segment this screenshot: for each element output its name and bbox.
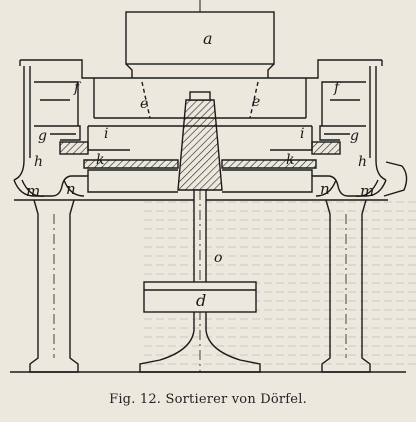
hopper-a (125, 11, 275, 65)
figure-label: Fig. 12. (109, 392, 162, 407)
outer-wall-left (13, 66, 25, 181)
chamber-i-right (270, 126, 313, 151)
sortierer-diagram: a e e f f g g i i h h k k m m n n o d (10, 0, 416, 373)
label-k-right: k (286, 152, 294, 168)
label-h-right: h (358, 154, 367, 170)
hopper-funnel (125, 63, 275, 78)
label-f-left: f (73, 80, 82, 96)
chamber-g-left (34, 125, 81, 141)
label-g-right: g (350, 128, 359, 144)
chamber-i-left (87, 126, 130, 151)
trough-n-left (63, 179, 85, 197)
chamber-g-right (319, 125, 366, 141)
label-n-right: n (320, 180, 330, 198)
outlet-spout (383, 161, 408, 197)
label-g-left: g (38, 128, 47, 144)
trough-n-right (315, 179, 337, 197)
label-a: a (203, 29, 213, 48)
central-hub (177, 99, 223, 191)
label-m-right: m (360, 182, 374, 200)
outer-wall-right (375, 66, 387, 181)
figure-title: Sortierer von Dörfel. (165, 392, 307, 407)
sieve-drum (93, 78, 307, 118)
label-m-left: m (26, 182, 40, 200)
label-e-right: e (252, 94, 260, 110)
figure-caption: Fig. 12. Sortierer von Dörfel. (0, 392, 416, 407)
pulley-d (143, 281, 257, 313)
label-k-left: k (96, 152, 104, 168)
label-e-left: e (140, 96, 148, 112)
chamber-f-left (34, 81, 79, 126)
bottom-trough (13, 175, 387, 197)
label-n-left: n (66, 180, 76, 198)
trough-m-left (21, 179, 45, 197)
separator-plate (83, 159, 179, 169)
label-i-right: i (300, 126, 304, 142)
column-left (29, 199, 79, 373)
label-o: o (214, 250, 222, 266)
housing-cover (20, 59, 382, 79)
trough-m-right (355, 179, 379, 197)
label-i-left: i (104, 126, 108, 142)
label-d: d (196, 291, 206, 310)
chamber-f-right (321, 81, 366, 126)
label-h-left: h (34, 154, 43, 170)
label-f-right: f (333, 80, 342, 96)
